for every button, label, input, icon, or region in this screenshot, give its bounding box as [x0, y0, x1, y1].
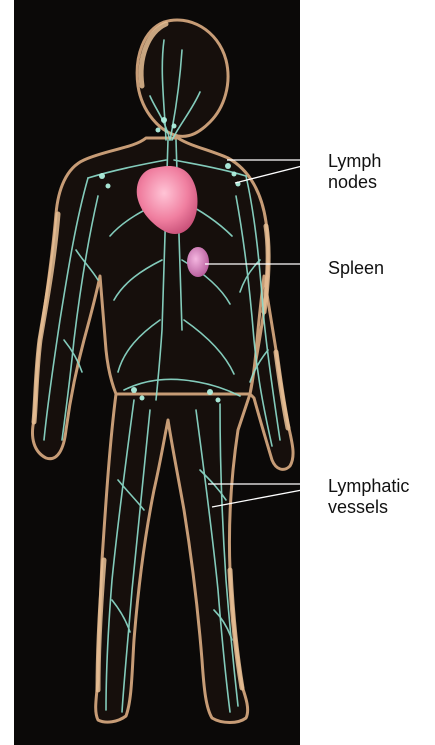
label-lymphatic-vessels: Lymphatic vessels [328, 476, 409, 518]
body-illustration [14, 0, 300, 745]
label-lymph-nodes: Lymph nodes [328, 151, 381, 193]
spleen-organ [187, 247, 209, 277]
label-spleen: Spleen [328, 258, 384, 279]
